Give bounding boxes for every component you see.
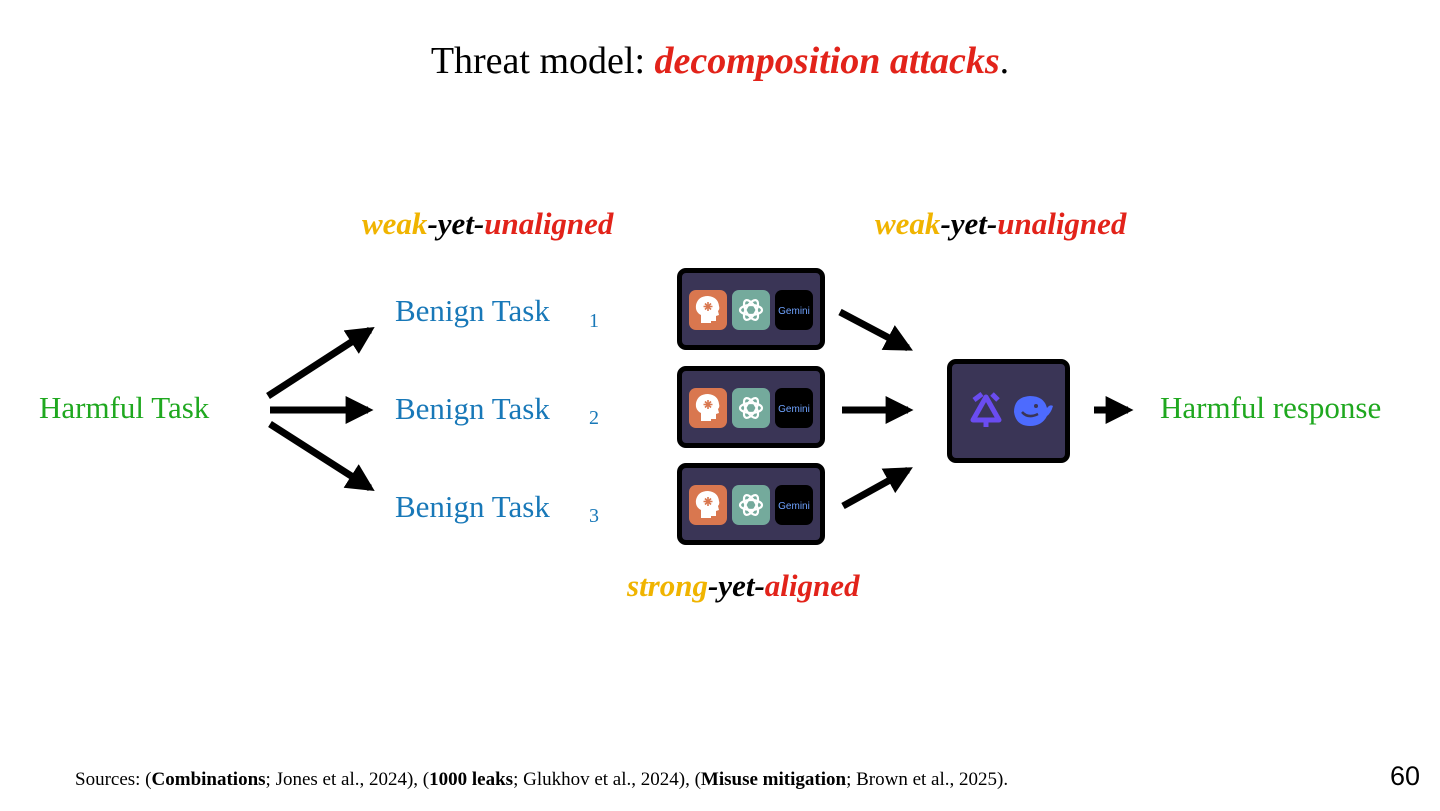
title-suffix: . — [999, 40, 1010, 82]
arrow-box1-to-weak — [838, 308, 913, 352]
sources-text: Sources: ( — [75, 769, 152, 790]
qualifier-strong: strong — [627, 568, 708, 603]
qualifier-weak: weak — [362, 206, 428, 241]
strong-models-box-2: Gemini — [677, 366, 825, 448]
qualifier-unaligned: unaligned — [484, 206, 614, 241]
gemini-text: Gemini — [778, 501, 810, 512]
arrow-to-task-1 — [266, 326, 375, 399]
benign-task-3-index: 3 — [589, 505, 599, 527]
sources-text: ; Jones et al., 2024), ( — [265, 769, 430, 790]
bottom-qualifier-label: strong-yet-aligned — [627, 568, 860, 604]
gemini-text: Gemini — [778, 306, 810, 317]
source-misuse-mitigation: Misuse mitigation — [700, 769, 847, 790]
anthropic-icon — [689, 388, 727, 428]
title-prefix: Threat model: — [430, 40, 655, 82]
gemini-text: Gemini — [778, 404, 810, 415]
arrow-box3-to-weak — [841, 466, 913, 510]
strong-models-box-1: Gemini — [677, 268, 825, 350]
qualifier-sep: -yet- — [707, 568, 765, 603]
benign-task-1-index: 1 — [589, 310, 599, 332]
harmful-task-label: Harmful Task — [39, 390, 210, 425]
openai-icon — [732, 290, 770, 330]
qwen-icon — [970, 392, 1002, 427]
source-1000-leaks: 1000 leaks — [429, 769, 514, 790]
strong-models-box-3: Gemini — [677, 463, 825, 545]
benign-task-3-label: Benign Task — [395, 489, 550, 524]
source-combinations: Combinations — [151, 769, 266, 790]
benign-task-2-label: Benign Task — [395, 391, 550, 426]
qualifier-aligned: aligned — [764, 568, 860, 603]
gemini-icon: Gemini — [775, 388, 813, 428]
gemini-icon: Gemini — [775, 485, 813, 525]
openai-icon — [732, 388, 770, 428]
qualifier-sep: -yet- — [427, 206, 485, 241]
right-qualifier-label: weak-yet-unaligned — [875, 206, 1126, 242]
sources-text: ; Glukhov et al., 2024), ( — [513, 769, 701, 790]
slide-title: Threat model: decomposition attacks. — [0, 38, 1440, 84]
left-qualifier-label: weak-yet-unaligned — [362, 206, 613, 242]
weak-models-box — [947, 359, 1070, 463]
sources-text: ; Brown et al., 2025). — [846, 769, 1009, 790]
arrow-to-task-3 — [268, 421, 375, 492]
anthropic-icon — [689, 290, 727, 330]
benign-task-2-index: 2 — [589, 407, 599, 429]
page-number: 60 — [1389, 761, 1420, 791]
anthropic-icon — [689, 485, 727, 525]
qualifier-sep: -yet- — [940, 206, 998, 241]
qualifier-unaligned: unaligned — [997, 206, 1127, 241]
harmful-response-label: Harmful response — [1160, 390, 1382, 425]
benign-task-1-label: Benign Task — [395, 293, 550, 328]
deepseek-icon — [1014, 396, 1053, 426]
openai-icon — [732, 485, 770, 525]
gemini-icon: Gemini — [775, 290, 813, 330]
title-emphasis: decomposition attacks — [654, 40, 1000, 82]
qualifier-weak: weak — [875, 206, 941, 241]
sources-citation: Sources: (Combinations; Jones et al., 20… — [75, 768, 1008, 792]
